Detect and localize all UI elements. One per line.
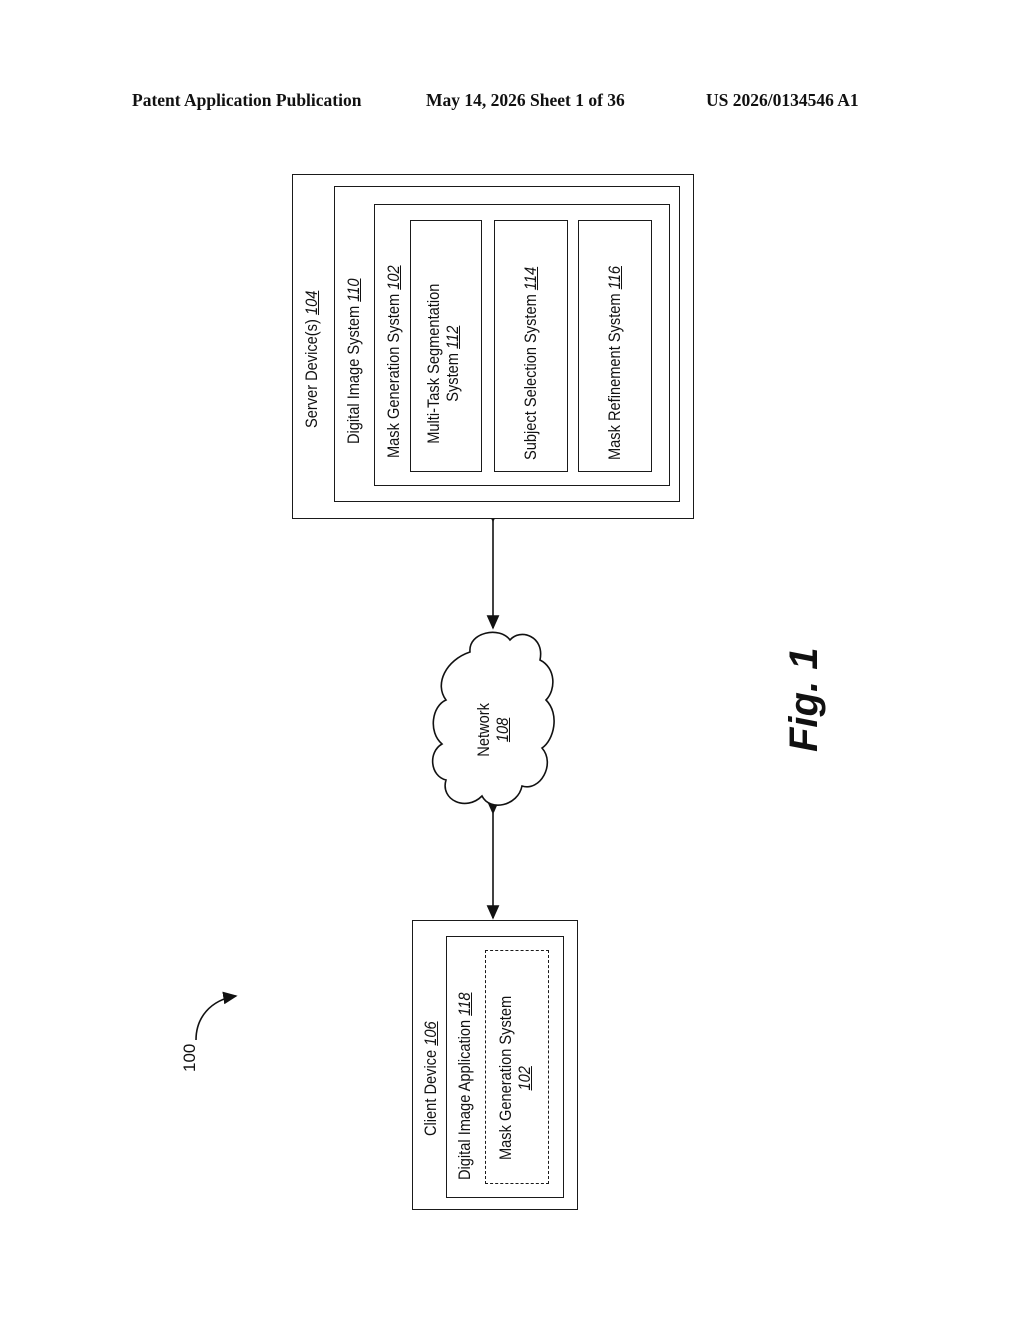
client-mask-generation-label: Mask Generation System 102 (496, 997, 534, 1160)
mask-generation-system-label: Mask Generation System 102 (384, 265, 403, 458)
subject-selection-label: Subject Selection System 114 (521, 267, 540, 460)
server-device-label: Server Device(s) 104 (302, 291, 321, 428)
multi-task-segmentation-label: Multi-Task Segmentation System 112 (424, 273, 462, 454)
client-device-label: Client Device 106 (421, 1021, 440, 1136)
figure-label: Fig. 1 (782, 648, 827, 752)
digital-image-system-label: Digital Image System 110 (344, 278, 363, 444)
reference-numeral-100: 100 (180, 1044, 200, 1072)
reference-100-arrow (196, 996, 236, 1040)
digital-image-application-label: Digital Image Application 118 (455, 993, 474, 1180)
network-label: Network 108 (474, 700, 512, 760)
mask-refinement-label: Mask Refinement System 116 (605, 266, 624, 460)
